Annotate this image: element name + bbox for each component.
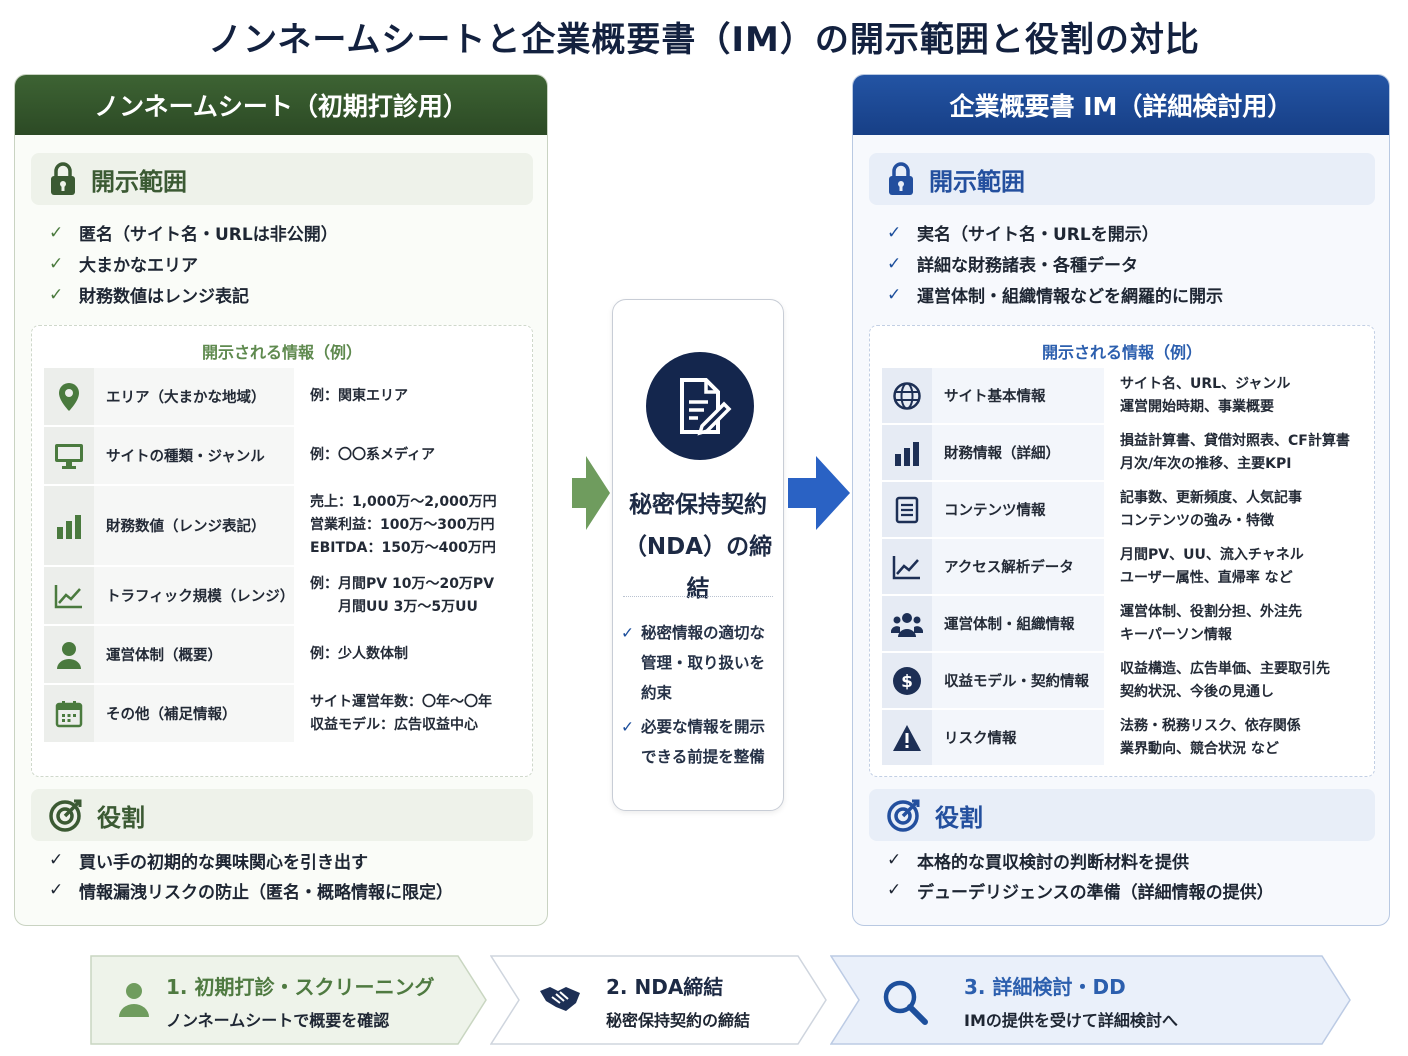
list-item: ✓大まかなエリア <box>49 253 198 277</box>
person-icon <box>44 626 94 683</box>
scope-heading: 開示範囲 <box>869 153 1375 205</box>
table-row: 財務情報（詳細） 損益計算書、貸借対照表、CF計算書月次/年次の推移、主要KPI <box>882 425 1362 481</box>
page-title: ノンネームシートと企業概要書（IM）の開示範囲と役割の対比 <box>208 20 1200 60</box>
table-row: 運営体制（概要） 例：少人数体制 <box>44 626 520 684</box>
role-heading-label: 役割 <box>935 803 983 832</box>
list-item: ✓財務数値はレンジ表記 <box>49 284 249 308</box>
table-row: トラフィック規模（レンジ） 例：月間PV 10万～20万PV 月間UU 3万～5… <box>44 567 520 625</box>
target-icon <box>887 799 920 832</box>
step-screening: 1. 初期打診・スクリーニング ノンネームシートで概要を確認 <box>90 955 488 1045</box>
table-row: コンテンツ情報 記事数、更新頻度、人気記事コンテンツの強み・特徴 <box>882 482 1362 538</box>
check-icon: ✓ <box>887 880 902 900</box>
info-title: 開示される情報（例） <box>1041 343 1202 362</box>
check-icon: ✓ <box>49 253 64 274</box>
table-row: エリア（大まかな地域） 例：関東エリア <box>44 368 520 426</box>
dollar-icon: $ <box>882 653 932 708</box>
check-icon: ✓ <box>887 284 902 305</box>
location-pin-icon <box>44 368 94 425</box>
step-subtitle: IMの提供を受けて詳細検討へ <box>964 1011 1178 1030</box>
team-icon <box>882 596 932 651</box>
person-icon <box>119 983 149 1017</box>
role-heading: 役割 <box>869 789 1375 841</box>
role-heading: 役割 <box>31 789 533 841</box>
list-item: ✓買い手の初期的な興味関心を引き出す <box>49 850 368 873</box>
list-item: ✓情報漏洩リスクの防止（匿名・概略情報に限定） <box>49 880 453 903</box>
bar-chart-icon <box>882 425 932 480</box>
table-row: アクセス解析データ 月間PV、UU、流入チャネルユーザー属性、直帰率 など <box>882 539 1362 595</box>
list-item: ✓デューデリジェンスの準備（詳細情報の提供） <box>887 880 1274 903</box>
globe-icon <box>882 368 932 423</box>
blue-arrow-icon <box>788 456 850 530</box>
role-list: ✓買い手の初期的な興味関心を引き出す ✓情報漏洩リスクの防止（匿名・概略情報に限… <box>49 845 537 905</box>
list-item: ✓ 必要な情報を開示できる前提を整備 <box>621 712 777 772</box>
list-item: ✓詳細な財務諸表・各種データ <box>887 253 1138 277</box>
contract-sign-icon <box>646 352 754 460</box>
magnifier-icon <box>883 980 928 1025</box>
check-icon: ✓ <box>887 850 902 870</box>
scope-list: ✓匿名（サイト名・URLは非公開） ✓大まかなエリア ✓財務数値はレンジ表記 <box>49 217 537 310</box>
step-chevron <box>490 955 827 1045</box>
step-chevron <box>830 955 1351 1045</box>
list-item: ✓ 秘密情報の適切な管理・取り扱いを約束 <box>621 618 777 708</box>
line-chart-icon <box>44 567 94 624</box>
table-row: 運営体制・組織情報 運営体制、役割分担、外注先キーパーソン情報 <box>882 596 1362 652</box>
im-panel: 企業概要書 IM（詳細検討用） 開示範囲 ✓実名（サイト名・URLを開示） ✓詳… <box>852 74 1390 926</box>
step-subtitle: 秘密保持契約の締結 <box>606 1011 751 1030</box>
step-title: 3. 詳細検討・DD <box>964 975 1126 999</box>
handshake-icon <box>540 987 580 1011</box>
bar-chart-icon <box>44 486 94 565</box>
role-heading-label: 役割 <box>97 803 145 832</box>
step-title: 1. 初期打診・スクリーニング <box>166 975 435 999</box>
table-row: リスク情報 法務・税務リスク、依存関係業界動向、競合状況 など <box>882 710 1362 766</box>
check-icon: ✓ <box>49 850 64 870</box>
table-row: サイトの種類・ジャンル 例：〇〇系メディア <box>44 427 520 485</box>
check-icon: ✓ <box>49 284 64 305</box>
scope-heading: 開示範囲 <box>31 153 533 205</box>
scope-heading-label: 開示範囲 <box>929 167 1025 196</box>
check-icon: ✓ <box>621 718 634 736</box>
check-icon: ✓ <box>49 880 64 900</box>
lock-icon <box>51 162 75 195</box>
role-list: ✓本格的な買収検討の判断材料を提供 ✓デューデリジェンスの準備（詳細情報の提供） <box>887 845 1379 905</box>
calendar-icon <box>44 685 94 742</box>
lock-icon <box>889 162 913 195</box>
nda-points: ✓ 秘密情報の適切な管理・取り扱いを約束 ✓ 必要な情報を開示できる前提を整備 <box>621 618 777 776</box>
scope-list: ✓実名（サイト名・URLを開示） ✓詳細な財務諸表・各種データ ✓運営体制・組織… <box>887 217 1379 310</box>
info-title: 開示される情報（例） <box>201 343 362 362</box>
check-icon: ✓ <box>49 222 64 243</box>
step-chevron <box>90 955 487 1045</box>
panel-header: 企業概要書 IM（詳細検討用） <box>853 75 1389 135</box>
list-item: ✓匿名（サイト名・URLは非公開） <box>49 222 338 246</box>
check-icon: ✓ <box>621 624 634 642</box>
monitor-icon <box>44 427 94 484</box>
svg-text:$: $ <box>901 672 913 692</box>
check-icon: ✓ <box>887 253 902 274</box>
step-dd: 3. 詳細検討・DD IMの提供を受けて詳細検討へ <box>830 955 1352 1045</box>
table-row: その他（補足情報） サイト運営年数：〇年～〇年収益モデル：広告収益中心 <box>44 685 520 743</box>
target-icon <box>49 799 82 832</box>
disclosed-info-box: 開示される情報（例） サイト基本情報 サイト名、URL、ジャンル運営開始時期、事… <box>869 325 1375 777</box>
divider <box>623 596 773 597</box>
document-icon <box>882 482 932 537</box>
non-name-sheet-panel: ノンネームシート（初期打診用） 開示範囲 ✓匿名（サイト名・URLは非公開） ✓… <box>14 74 548 926</box>
table-row: 財務数値（レンジ表記） 売上：1,000万～2,000万円営業利益：100万～3… <box>44 486 520 566</box>
table-row: サイト基本情報 サイト名、URL、ジャンル運営開始時期、事業概要 <box>882 368 1362 424</box>
nda-title-line1: 秘密保持契約 <box>629 492 767 518</box>
list-item: ✓実名（サイト名・URLを開示） <box>887 222 1159 246</box>
step-subtitle: ノンネームシートで概要を確認 <box>166 1011 390 1030</box>
step-title: 2. NDA締結 <box>606 975 724 999</box>
line-chart-icon <box>882 539 932 594</box>
scope-heading-label: 開示範囲 <box>91 167 187 196</box>
check-icon: ✓ <box>887 222 902 243</box>
table-row: $ 収益モデル・契約情報 収益構造、広告単価、主要取引先契約状況、今後の見通し <box>882 653 1362 709</box>
warning-icon <box>882 710 932 765</box>
nda-title-line2: （NDA）の締結 <box>623 534 773 602</box>
disclosed-info-box: 開示される情報（例） エリア（大まかな地域） 例：関東エリア サイトの種類・ジャ… <box>31 325 533 777</box>
list-item: ✓運営体制・組織情報などを網羅的に開示 <box>887 284 1223 308</box>
step-nda: 2. NDA締結 秘密保持契約の締結 <box>490 955 828 1045</box>
list-item: ✓本格的な買収検討の判断材料を提供 <box>887 850 1189 873</box>
panel-header: ノンネームシート（初期打診用） <box>15 75 547 135</box>
green-arrow-icon <box>572 456 610 530</box>
nda-card: 秘密保持契約 （NDA）の締結 ✓ 秘密情報の適切な管理・取り扱いを約束 ✓ 必… <box>612 299 784 811</box>
